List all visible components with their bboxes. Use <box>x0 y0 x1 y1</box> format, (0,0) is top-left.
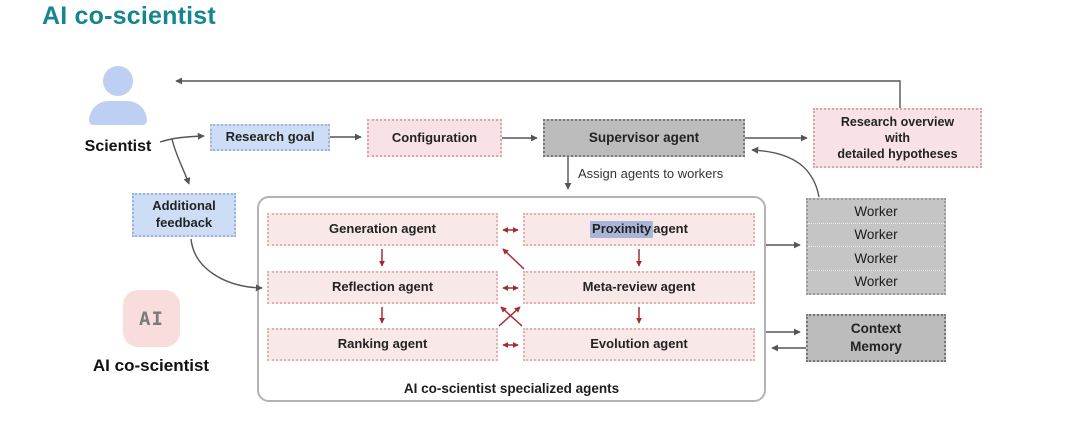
node-proximity-agent: Proximity agent <box>523 213 755 246</box>
ai-badge-icon: AI <box>123 290 180 347</box>
worker-stack: Worker Worker Worker Worker <box>806 198 946 295</box>
worker-row: Worker <box>808 200 944 224</box>
node-additional-feedback: Additional feedback <box>132 193 236 237</box>
worker-row: Worker <box>808 247 944 271</box>
node-meta-review-agent: Meta-review agent <box>523 271 755 304</box>
proximity-highlighted-text: Proximity <box>590 221 654 238</box>
ai-co-scientist-label: AI co-scientist <box>92 356 210 375</box>
node-research-goal: Research goal <box>210 124 330 151</box>
edge-feedback-to-reflection <box>190 238 263 292</box>
assign-agents-annotation: Assign agents to workers <box>578 166 724 181</box>
edge-overview-to-scientist <box>175 77 901 108</box>
node-configuration: Configuration <box>367 119 502 157</box>
scientist-label: Scientist <box>84 138 152 155</box>
worker-row: Worker <box>808 224 944 247</box>
container-caption: AI co-scientist specialized agents <box>403 381 620 396</box>
node-reflection-agent: Reflection agent <box>267 271 498 304</box>
node-research-overview: Research overview with detailed hypothes… <box>813 108 982 168</box>
node-evolution-agent: Evolution agent <box>523 328 755 361</box>
page-title: AI co-scientist <box>42 2 216 30</box>
node-context-memory: Context Memory <box>806 314 946 362</box>
edge-workers-to-supervisor <box>751 146 820 198</box>
worker-row: Worker <box>854 274 898 290</box>
edge-scientist-to-additional-feedback <box>171 138 191 185</box>
scientist-person-icon-body <box>89 101 147 125</box>
node-ranking-agent: Ranking agent <box>267 328 498 361</box>
scientist-person-icon <box>103 66 133 96</box>
node-supervisor-agent: Supervisor agent <box>543 119 745 157</box>
node-generation-agent: Generation agent <box>267 213 498 246</box>
